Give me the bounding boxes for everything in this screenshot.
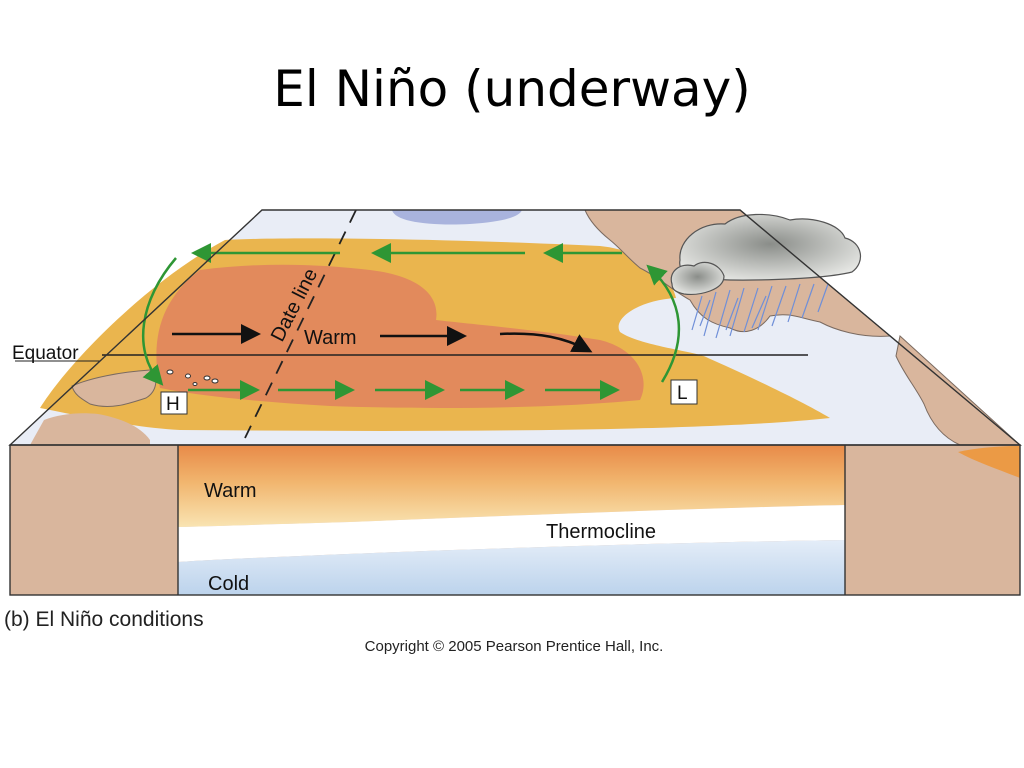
land-south-america-surface <box>895 335 1022 446</box>
page-title: El Niño (underway) <box>273 60 751 118</box>
walker-circulation-arc-east <box>646 264 681 383</box>
warm-subsurface-label: Warm <box>204 480 257 502</box>
cold-water-layer <box>178 540 845 595</box>
warm-water-layer <box>178 445 845 527</box>
thermocline-label: Thermocline <box>546 521 656 543</box>
ocean-current-arrows <box>172 324 593 353</box>
date-line <box>244 209 357 439</box>
high-pressure-box <box>160 391 188 415</box>
cold-patch-north <box>392 210 522 225</box>
rain-streaks <box>691 283 829 339</box>
side-face-east <box>845 445 1020 595</box>
copyright-notice: Copyright © 2005 Pearson Prentice Hall, … <box>364 638 664 655</box>
pale-patch-east <box>628 302 702 352</box>
equator-label: Equator <box>12 343 79 364</box>
current-arrow <box>499 332 593 353</box>
thermocline-band <box>178 505 845 562</box>
storm-cloud-icon <box>670 213 862 295</box>
warm-surface-label: Warm <box>304 327 357 349</box>
walker-circulation-arc-west <box>141 257 177 386</box>
low-pressure-box <box>670 379 698 405</box>
figure-caption: (b) El Niño conditions <box>4 608 204 631</box>
warm-water-east-edge <box>958 446 1020 478</box>
high-pressure-label: H <box>166 394 180 415</box>
land-west-edge <box>30 413 150 445</box>
low-pressure-label: L <box>677 383 688 404</box>
land-west-islands <box>71 369 157 407</box>
cold-label: Cold <box>208 573 249 595</box>
pacific-islands <box>166 369 219 386</box>
